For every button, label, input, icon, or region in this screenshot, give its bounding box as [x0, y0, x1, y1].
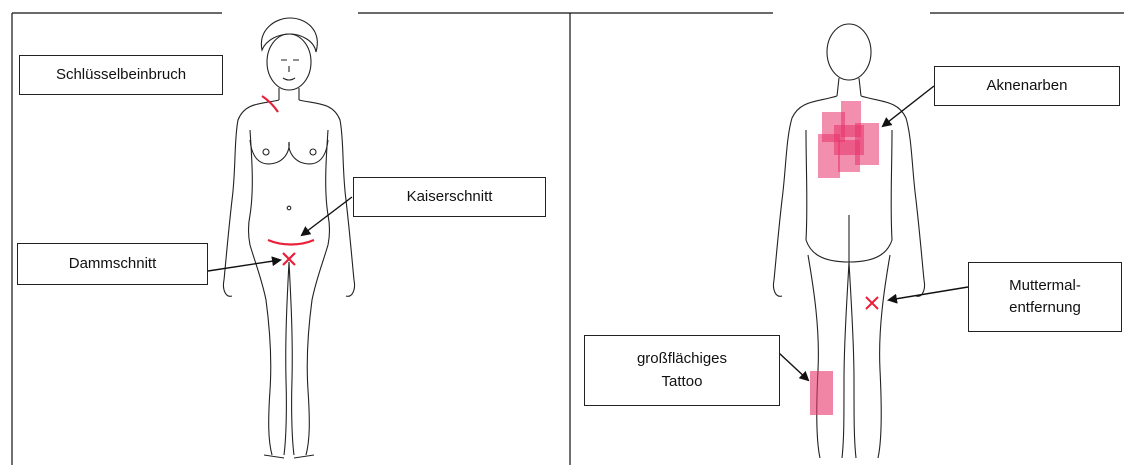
front-arrows [207, 196, 353, 272]
back-left-leg-outer [807, 254, 821, 459]
c-section-mark [267, 238, 315, 246]
back-neck [836, 77, 862, 97]
episiotomy-arrow [207, 256, 282, 272]
episiotomy-label: Dammschnitt [17, 243, 208, 285]
acne-patch-5 [818, 134, 840, 178]
front-left-nipple [262, 148, 270, 156]
acne-scars-arrow [881, 85, 935, 128]
front-figure [222, 17, 356, 459]
c-section-label: Kaiserschnitt [353, 177, 546, 217]
front-right-nipple [309, 148, 317, 156]
front-right-leg-inner [288, 261, 295, 456]
front-right-breast [288, 139, 329, 165]
mole-removal-label: Muttermal- entfernung [968, 262, 1122, 332]
back-figure [772, 23, 926, 459]
front-right-arm-outer [298, 99, 355, 281]
front-left-leg-outer [249, 244, 273, 456]
back-hands [772, 279, 926, 297]
acne-scars-label: Aknenarben [934, 66, 1120, 106]
front-hands [222, 279, 356, 297]
front-left-arm-outer [223, 99, 280, 281]
episiotomy-x-mark [282, 252, 296, 266]
mole-removal-x-mark [865, 296, 879, 310]
front-right-leg-outer [305, 244, 329, 456]
collarbone-fracture-text: Schlüsselbeinbruch [55, 65, 187, 83]
front-neck [278, 88, 300, 100]
back-left-leg-inner [841, 261, 850, 459]
tattoo-patch [810, 371, 833, 415]
front-feet [263, 454, 315, 459]
front-left-breast [249, 139, 290, 165]
back-right-leg-inner [848, 261, 857, 459]
front-hair [260, 17, 318, 53]
front-left-inner-arm [247, 129, 253, 246]
back-head [826, 23, 872, 81]
tattoo-label: großflächiges Tattoo [584, 335, 780, 406]
frame [11, 12, 1124, 465]
collarbone-fracture-mark [261, 95, 279, 113]
front-marks [261, 95, 315, 266]
front-left-leg-inner [283, 261, 290, 456]
acne-patch-6 [838, 140, 860, 172]
collarbone-fracture-label: Schlüsselbeinbruch [19, 55, 223, 95]
back-right-leg-outer [877, 254, 891, 459]
acne-scar-patches [818, 101, 879, 178]
back-left-inner-arm [805, 129, 808, 241]
front-head [266, 33, 312, 91]
c-section-text: Kaiserschnitt [406, 187, 493, 205]
c-section-arrow [300, 196, 353, 237]
mole-removal-arrow [887, 286, 969, 304]
front-face-features [281, 59, 299, 81]
episiotomy-text: Dammschnitt [68, 254, 157, 272]
acne-scars-text: Aknenarben [986, 76, 1068, 94]
front-navel [286, 205, 292, 211]
mole-removal-text: Muttermal- entfernung [1009, 276, 1081, 317]
tattoo-arrow [778, 352, 810, 382]
back-right-inner-arm [890, 129, 893, 241]
back-left-arm-outer [773, 95, 838, 281]
back-right-arm-outer [860, 95, 925, 281]
tattoo-text: großflächiges Tattoo [636, 350, 728, 390]
back-arrows [778, 85, 969, 382]
